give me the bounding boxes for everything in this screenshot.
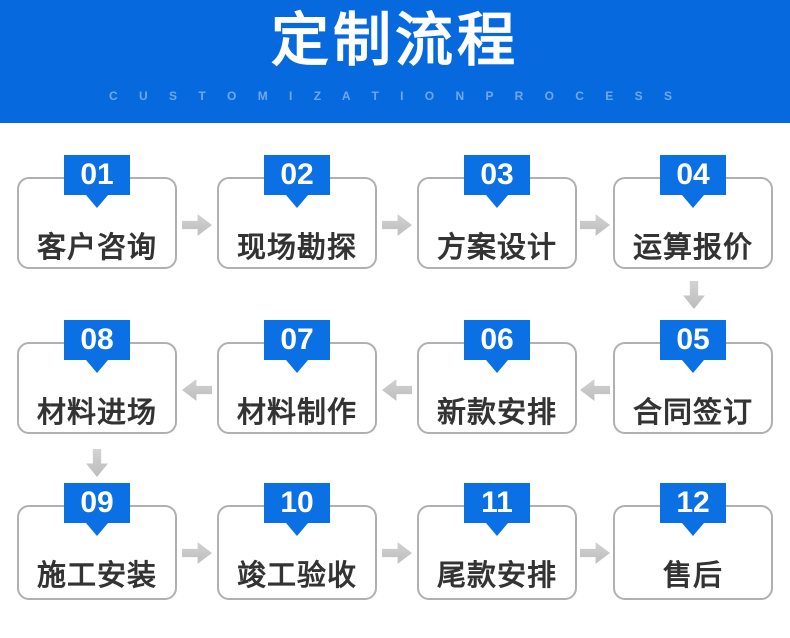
badge-pointer-icon — [286, 360, 308, 373]
step-number: 07 — [280, 323, 314, 356]
badge-pointer-icon — [682, 523, 704, 536]
step-08-label: 材料进场 — [36, 397, 157, 429]
step-number: 09 — [80, 486, 114, 519]
step-number: 10 — [280, 486, 314, 519]
step-12-label: 售后 — [662, 560, 723, 592]
step-06-number-badge: 06 — [464, 320, 530, 373]
step-number: 08 — [80, 323, 114, 356]
step-11-box: 11 尾款安排 — [417, 483, 577, 600]
step-03-box: 03 方案设计 — [417, 155, 577, 269]
step-09-box: 09 施工安装 — [17, 483, 177, 600]
step-06-label: 新款安排 — [436, 397, 557, 429]
step-04-box: 04 运算报价 — [613, 155, 773, 269]
step-05-box: 05 合同签订 — [613, 320, 773, 434]
step-08-box: 08 材料进场 — [17, 320, 177, 434]
badge-pointer-icon — [86, 195, 108, 208]
arrow-right-icon — [382, 542, 412, 564]
step-06-box: 06 新款安排 — [417, 320, 577, 434]
page-title: 定制流程 — [270, 8, 519, 73]
step-05-number-badge: 05 — [660, 320, 726, 373]
badge-pointer-icon — [86, 360, 108, 373]
page-subtitle: C U S T O M I Z A T I O N P R O C E S S — [109, 89, 681, 103]
step-number: 11 — [481, 486, 513, 519]
arrow-right-icon — [580, 214, 610, 236]
step-01-box: 01 客户咨询 — [17, 155, 177, 269]
step-number: 12 — [676, 486, 710, 519]
step-09-number-badge: 09 — [64, 483, 130, 536]
badge-pointer-icon — [286, 195, 308, 208]
header-banner: 定制流程 C U S T O M I Z A T I O N P R O C E… — [0, 0, 790, 123]
step-12-box: 12 售后 — [613, 483, 773, 600]
arrow-left-icon — [580, 379, 610, 401]
step-01-label: 客户咨询 — [36, 232, 157, 264]
step-03-label: 方案设计 — [436, 232, 557, 264]
step-05-label: 合同签订 — [632, 397, 753, 429]
step-10-box: 10 竣工验收 — [217, 483, 377, 600]
step-04-label: 运算报价 — [632, 232, 753, 264]
badge-pointer-icon — [682, 195, 704, 208]
step-10-label: 竣工验收 — [236, 560, 357, 592]
arrow-right-icon — [182, 214, 212, 236]
step-07-box: 07 材料制作 — [217, 320, 377, 434]
arrow-right-icon — [382, 214, 412, 236]
step-10-number-badge: 10 — [264, 483, 330, 536]
arrow-left-icon — [182, 379, 212, 401]
step-11-label: 尾款安排 — [436, 560, 557, 592]
arrow-down-icon — [683, 281, 705, 309]
step-number: 04 — [676, 158, 710, 191]
badge-pointer-icon — [486, 195, 508, 208]
step-number: 01 — [80, 158, 114, 191]
step-07-number-badge: 07 — [264, 320, 330, 373]
badge-pointer-icon — [286, 523, 308, 536]
step-number: 06 — [480, 323, 514, 356]
arrow-down-icon — [86, 449, 108, 477]
step-07-label: 材料制作 — [236, 397, 357, 429]
step-03-number-badge: 03 — [464, 155, 530, 208]
badge-pointer-icon — [86, 523, 108, 536]
step-number: 03 — [480, 158, 514, 191]
badge-pointer-icon — [486, 360, 508, 373]
badge-pointer-icon — [682, 360, 704, 373]
step-01-number-badge: 01 — [64, 155, 130, 208]
step-08-number-badge: 08 — [64, 320, 130, 373]
arrow-left-icon — [382, 379, 412, 401]
step-number: 05 — [676, 323, 710, 356]
step-02-number-badge: 02 — [264, 155, 330, 208]
step-02-box: 02 现场勘探 — [217, 155, 377, 269]
step-11-number-badge: 11 — [464, 483, 530, 536]
arrow-right-icon — [182, 542, 212, 564]
arrow-right-icon — [580, 542, 610, 564]
badge-pointer-icon — [486, 523, 508, 536]
step-09-label: 施工安装 — [36, 560, 157, 592]
step-02-label: 现场勘探 — [236, 232, 357, 264]
step-12-number-badge: 12 — [660, 483, 726, 536]
step-number: 02 — [280, 158, 314, 191]
step-04-number-badge: 04 — [660, 155, 726, 208]
